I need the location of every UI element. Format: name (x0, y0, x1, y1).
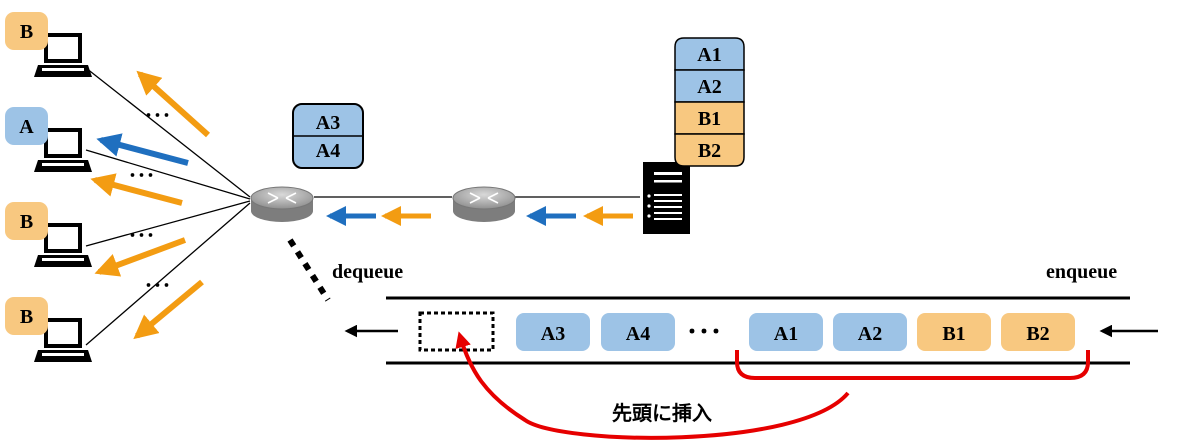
link-dots: ･･･ ･･･ ･･･ ･･･ (128, 106, 171, 296)
dots-4: ･･･ (144, 276, 171, 296)
laptop-icon (34, 318, 92, 362)
queue-packet-label: A2 (858, 323, 882, 345)
orange-arrow-to-client-2 (90, 173, 183, 206)
client-badge: B (5, 202, 48, 240)
queue-packet: B2 (1001, 313, 1075, 351)
client-label: B (20, 21, 33, 43)
queue-packet-label: B1 (942, 323, 965, 345)
client-4: B (5, 297, 92, 362)
insert-to-head-label: 先頭に挿入 (612, 401, 712, 425)
server-stack-label: B1 (698, 108, 721, 130)
client-badge: B (5, 12, 48, 50)
dequeue-label: dequeue (332, 261, 403, 283)
server-stack-label: B2 (698, 140, 721, 162)
client-label: B (20, 211, 33, 233)
enqueue-label: enqueue (1046, 261, 1117, 283)
move-bracket (735, 350, 1090, 380)
server-stack-label: A2 (697, 76, 721, 98)
client-badge: A (5, 107, 48, 145)
queue-packet: A3 (516, 313, 590, 351)
server-stack-label: A1 (697, 44, 721, 66)
blue-arrow-to-client-2 (96, 133, 189, 166)
queue-packet-label: B2 (1026, 323, 1049, 345)
orange-arrow-to-client-4 (133, 279, 204, 340)
laptop-icon (34, 33, 92, 77)
dots-1: ･･･ (144, 106, 171, 126)
queue-packet: A2 (833, 313, 907, 351)
router-icon (250, 186, 314, 222)
queue-ellipsis: ･･･ (686, 320, 722, 346)
dots-3: ･･･ (128, 226, 155, 246)
insert-to-head-arrow (455, 331, 850, 440)
server-stack-packet: B1 (674, 101, 745, 135)
router-buffer-packet: A4 (316, 140, 340, 162)
client-label: B (20, 306, 33, 328)
client-label: A (19, 116, 34, 138)
laptop-icon (34, 223, 92, 267)
laptop-icon (34, 128, 92, 172)
queue-packet-label: A3 (541, 323, 565, 345)
queue-packet: B1 (917, 313, 991, 351)
router-buffer-packet: A3 (316, 112, 340, 134)
queue-packets: A3 A4 A1 A2 B1 B2 (516, 313, 1075, 351)
server-icon (643, 162, 690, 234)
queue-packet: A1 (749, 313, 823, 351)
client-3: B (5, 202, 92, 267)
dots-2: ･･･ (128, 166, 155, 186)
orange-arrow-to-client-1 (136, 70, 211, 138)
server-stack-packet: A2 (674, 69, 745, 103)
router-icon (452, 186, 516, 222)
queue-packet-label: A4 (626, 323, 650, 345)
client-list: B A B B (5, 12, 92, 362)
client-flow-arrows (90, 70, 211, 340)
server-stack-packet: B2 (674, 133, 745, 167)
client-2: A (5, 107, 92, 172)
orange-arrow-to-client-3 (94, 237, 187, 277)
queue-packet-label: A1 (774, 323, 798, 345)
queue-connector (287, 238, 331, 302)
client-links (85, 67, 640, 346)
queue-packet: A4 (601, 313, 675, 351)
client-1: B (5, 12, 92, 77)
client-badge: B (5, 297, 48, 335)
server-stack-packet: A1 (674, 37, 745, 71)
queue-head-slot (418, 311, 495, 352)
